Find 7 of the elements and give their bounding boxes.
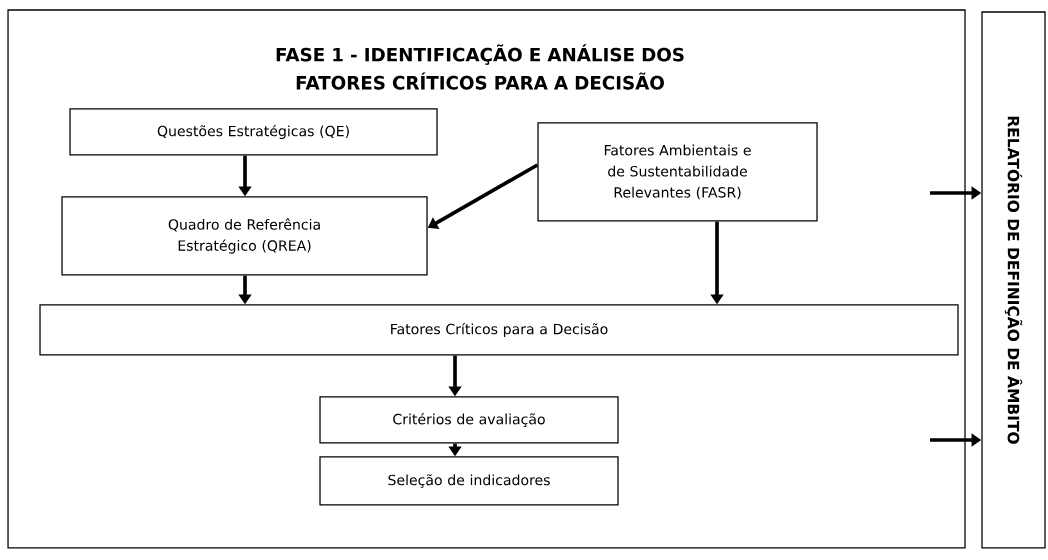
report-box: RELATÓRIO DE DEFINIÇÃO DE ÂMBITO — [981, 11, 1046, 549]
process-box: Quadro de Referência Estratégico (QREA) — [61, 196, 428, 276]
process-box: Fatores Ambientais e de Sustentabilidade Relevantes (FASR) — [537, 122, 818, 222]
process-box: Fatores Críticos para a Decisão — [39, 304, 959, 356]
process-box: Seleção de indicadores — [319, 456, 619, 506]
process-box: Critérios de avaliação — [319, 396, 619, 444]
process-box: Questões Estratégicas (QE) — [69, 108, 438, 156]
